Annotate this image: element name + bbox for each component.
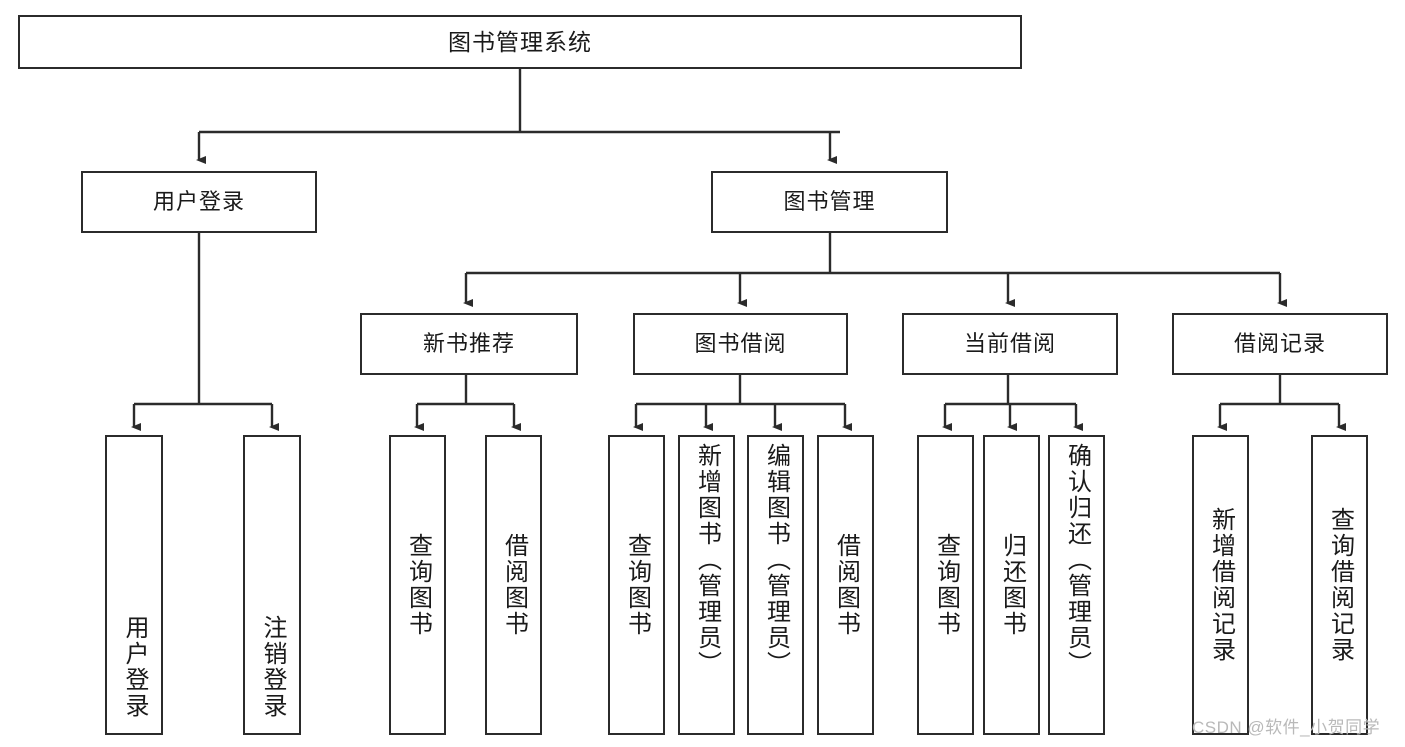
leaf-add-book[interactable]: 新增图书（管理员） [678, 435, 735, 735]
node-label: 借阅记录 [1233, 331, 1326, 357]
leaf-query-book-recommend[interactable]: 查询图书 [389, 435, 446, 735]
leaf-confirm-return[interactable]: 确认归还（管理员） [1048, 435, 1105, 735]
node-label: 借阅图书 [500, 533, 528, 637]
node-new-book-recommend[interactable]: 新书推荐 [360, 313, 578, 375]
leaf-edit-book[interactable]: 编辑图书（管理员） [747, 435, 804, 735]
leaf-borrow-book-recommend[interactable]: 借阅图书 [485, 435, 542, 735]
node-label: 图书管理系统 [448, 28, 592, 55]
node-label: 图书借阅 [694, 331, 787, 357]
leaf-logout[interactable]: 注销登录 [243, 435, 301, 735]
node-label: 查询借阅记录 [1326, 507, 1354, 663]
node-label: 查询图书 [623, 533, 651, 637]
node-label: 确认归还（管理员） [1063, 443, 1091, 677]
node-label: 图书管理 [783, 189, 876, 215]
leaf-query-borrow-record[interactable]: 查询借阅记录 [1311, 435, 1368, 735]
node-label: 编辑图书（管理员） [762, 443, 790, 677]
node-user-login[interactable]: 用户登录 [81, 171, 317, 233]
node-current-borrow[interactable]: 当前借阅 [902, 313, 1118, 375]
leaf-borrow-book[interactable]: 借阅图书 [817, 435, 874, 735]
node-borrow-record[interactable]: 借阅记录 [1172, 313, 1388, 375]
node-label: 查询图书 [404, 533, 432, 637]
leaf-return-book[interactable]: 归还图书 [983, 435, 1040, 735]
leaf-user-login[interactable]: 用户登录 [105, 435, 163, 735]
node-label: 借阅图书 [832, 533, 860, 637]
node-root-system[interactable]: 图书管理系统 [18, 15, 1022, 69]
node-label: 归还图书 [998, 533, 1026, 637]
node-label: 当前借阅 [963, 331, 1056, 357]
node-book-management[interactable]: 图书管理 [711, 171, 948, 233]
leaf-query-book-current[interactable]: 查询图书 [917, 435, 974, 735]
node-label: 新书推荐 [422, 331, 515, 357]
node-label: 查询图书 [932, 533, 960, 637]
node-label: 新增借阅记录 [1207, 507, 1235, 663]
leaf-add-borrow-record[interactable]: 新增借阅记录 [1192, 435, 1249, 735]
node-book-borrow[interactable]: 图书借阅 [633, 313, 848, 375]
leaf-query-book-borrow[interactable]: 查询图书 [608, 435, 665, 735]
node-label: 用户登录 [152, 189, 245, 215]
node-label: 注销登录 [259, 615, 286, 719]
node-label: 用户登录 [121, 615, 148, 719]
node-label: 新增图书（管理员） [693, 443, 721, 677]
